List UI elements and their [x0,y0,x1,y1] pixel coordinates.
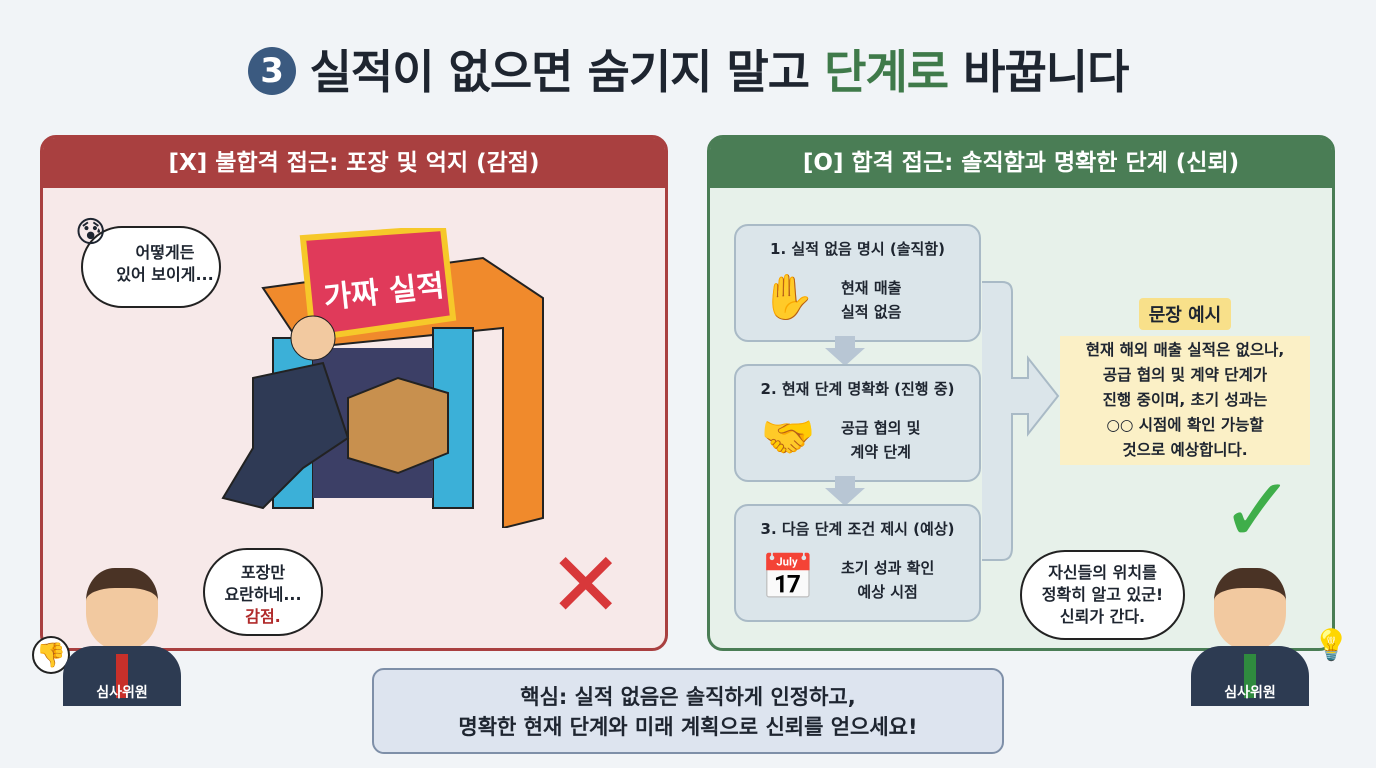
merge-arrow-icon [982,281,1060,561]
judge-good: 💡 심사위원 [1190,568,1350,706]
judge-face-smiling [1214,568,1286,650]
calendar-target-icon: 📅 [760,552,816,603]
key-message-box: 핵심: 실적 없음은 솔직하게 인정하고, 명확한 현재 단계와 미래 계획으로… [372,668,1004,754]
good-panel-header: [O] 합격 접근: 솔직함과 명확한 단계 (신뢰) [710,138,1332,188]
thumbs-down-icon: 👎 [32,636,70,674]
judge-label: 심사위원 [96,685,148,701]
fake-results-booth-illustration: 가짜 실적 [221,228,544,528]
anxious-face-icon: 😰 [75,215,107,250]
raised-hand-icon: ✋ [760,272,816,323]
judge-label: 심사위원 [1224,685,1276,701]
bad-panel-header: [X] 불합격 접근: 포장 및 억지 (감점) [43,138,665,188]
good-approach-panel: [O] 합격 접근: 솔직함과 명확한 단계 (신뢰) 1. 실적 없음 명시 … [707,135,1335,651]
red-x-icon: ✕ [548,533,624,638]
judge-bad: 👎 심사위원 [32,568,182,706]
green-check-icon: ✓ [1220,458,1296,563]
example-sentence: 문장 예시 현재 해외 매출 실적은 없으나, 공급 협의 및 계약 단계가 진… [1060,298,1310,465]
step-number-badge: 3 [247,47,296,95]
lightbulb-icon: 💡 [1312,628,1350,663]
handshake-contract-icon: 🤝 [760,412,816,463]
judge-face-angry [86,568,158,650]
